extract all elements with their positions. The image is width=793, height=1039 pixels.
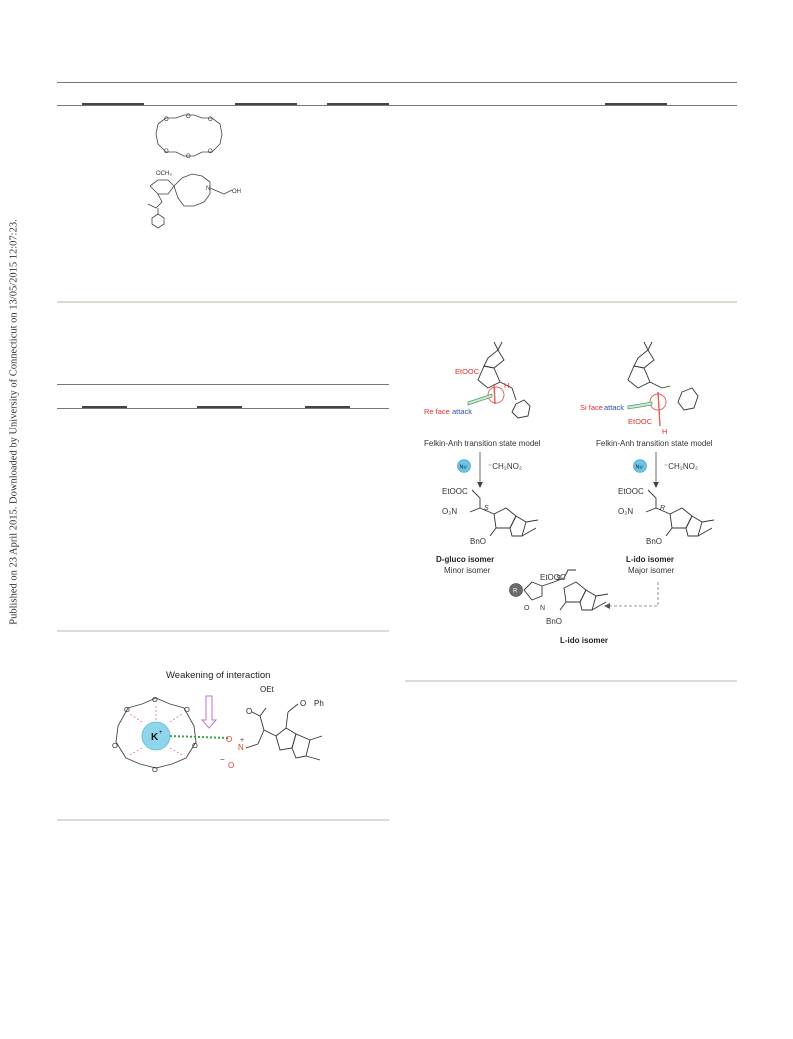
svg-text:N: N [238,743,244,752]
right-stereo: R [660,505,665,512]
left-stereo: S [484,505,489,512]
mechanism-figure-bottom-rule [405,680,737,682]
table2-header-marks [57,406,389,409]
bottom-stereo: S [556,575,561,582]
svg-text:+: + [159,730,163,736]
right-product-nitro: O₂N [618,507,633,516]
left-model-label: Felkin-Anh transition state model [424,439,541,448]
bottom-r-sphere [509,583,523,597]
svg-text:O: O [152,695,158,704]
svg-text:O: O [208,149,213,155]
bottom-bno: BnO [546,617,562,626]
right-product-ester: EtOOC [618,487,644,496]
svg-text:O: O [112,741,118,750]
left-bno: BnO [470,537,486,546]
svg-text:O: O [184,705,190,714]
svg-text:OH: OH [232,189,241,195]
right-attack-word: attack [604,403,624,412]
svg-text:−: − [220,755,225,764]
svg-text:O: O [228,761,234,770]
interaction-caption: Weakening of interaction [166,670,270,681]
weakening-arrow [200,695,218,729]
svg-text:O: O [164,149,169,155]
right-attack-arrow [627,401,653,410]
left-attack-arrow [467,393,493,406]
svg-text:O: O [164,117,169,123]
svg-text:O: O [246,707,252,716]
left-re-face: Re face [424,407,450,416]
svg-text:O: O [186,154,191,160]
svg-text:O: O [208,117,213,123]
left-isomer-name: D-gluco isomer [436,555,494,564]
left-h-label: H [504,381,509,390]
table2-top-rule [57,384,389,385]
right-reagent: ⁻CH₂NO₂ [664,462,698,471]
right-isomer-note: Major isomer [628,566,675,575]
left-product-ester: EtOOC [442,487,468,496]
table-header-rule [57,105,737,106]
phenyl-label: Ph [314,699,324,708]
felkin-anh-left [477,341,531,419]
svg-text:+: + [240,737,244,744]
left-nu-bubble [457,459,471,473]
svg-text:O: O [124,705,130,714]
crown-ether-structure: O O O O O O [155,114,223,160]
svg-text:Nu: Nu [460,465,467,471]
svg-text:O: O [226,735,232,744]
table2-bottom-rule [57,630,389,632]
left-attack-word: attack [452,407,472,416]
right-model-label: Felkin-Anh transition state model [596,439,713,448]
table-bottom-rule [57,301,737,303]
right-nu-bubble [633,459,647,473]
crown-ring [115,697,197,769]
left-reagent: ⁻CH₂NO₂ [488,462,522,471]
svg-text:Nu: Nu [636,465,643,471]
bottom-ester: EtOOC [540,573,566,582]
ethoxy-label: OEt [260,685,275,694]
interaction-figure-top-rule [57,819,389,821]
cation-symbol: K [151,732,159,743]
svg-text:O: O [300,699,306,708]
svg-text:O: O [152,765,158,774]
bottom-n-atom: N [540,605,545,612]
svg-text:R: R [513,589,518,595]
right-isomer-name: L-ido isomer [626,555,674,564]
mechanism-figure: EtOOC H Re face attack Felkin-Anh transi… [424,341,715,645]
right-si-face: Si face [580,403,603,412]
interaction-figure: Weakening of interaction O O O O O O K +… [112,670,324,774]
download-citation: Published on 23 April 2015. Downloaded b… [8,219,20,625]
sugar-azacrown-structure: OCH₃ N OH [147,171,241,229]
sidebar: Published on 23 April 2015. Downloaded b… [0,0,28,1039]
svg-text:O: O [186,114,191,120]
bottom-o-atom: O [524,605,530,612]
table-top-rule [57,82,737,83]
svg-text:OCH₃: OCH₃ [156,171,172,177]
conversion-dashed-arrow [608,582,659,607]
right-h-label: H [662,427,667,436]
felkin-anh-right [627,341,699,411]
right-bno: BnO [646,537,662,546]
table-header-marks [57,103,737,106]
right-ester-label: EtOOC [628,417,653,426]
table2-header-rule [57,408,389,409]
left-ester-label: EtOOC [455,367,480,376]
left-product-nitro: O₂N [442,507,457,516]
bottom-isomer-name: L-ido isomer [560,636,608,645]
interaction-dotted-line [169,735,229,739]
svg-text:O: O [192,741,198,750]
svg-text:N: N [206,186,210,192]
left-isomer-note: Minor isomer [444,566,491,575]
